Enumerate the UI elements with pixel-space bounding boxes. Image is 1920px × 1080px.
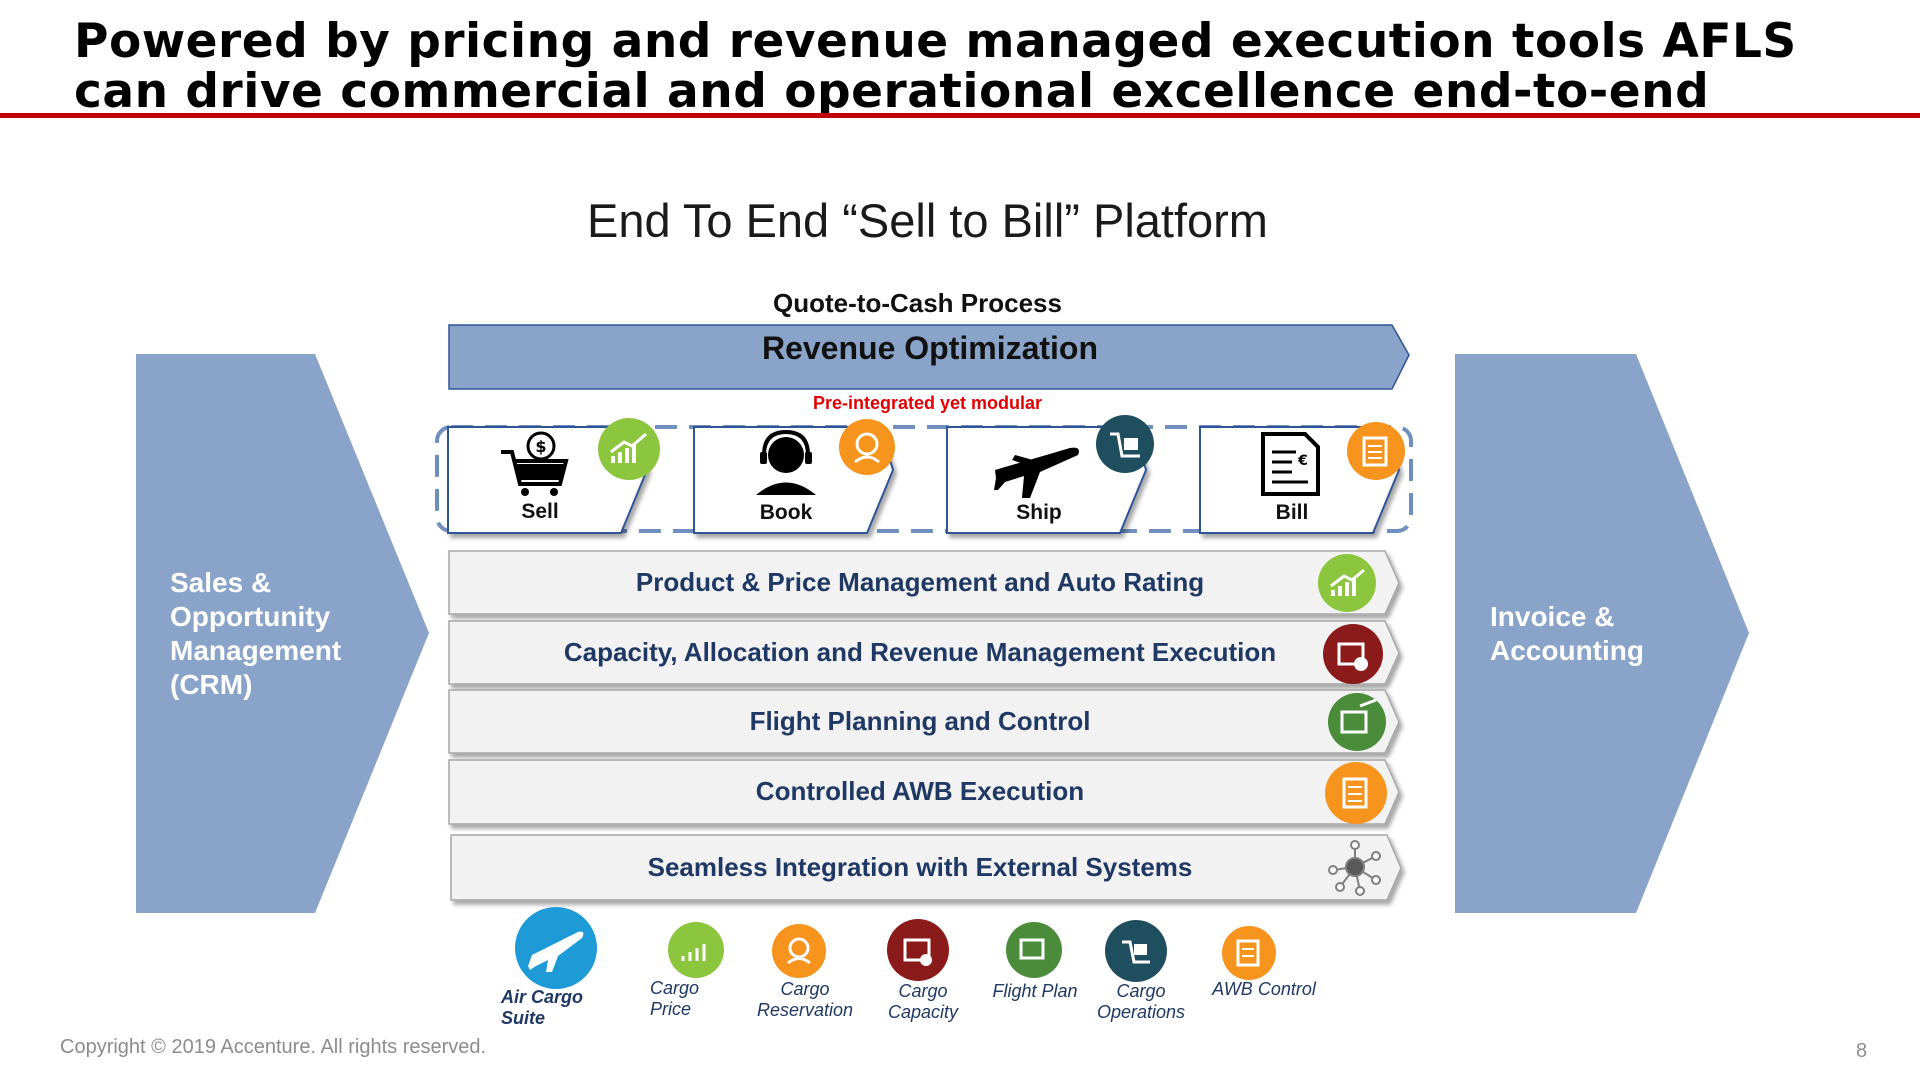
process-label: Quote-to-Cash Process <box>773 288 1062 318</box>
stage-bill-label: Bill <box>1275 501 1309 524</box>
svg-text:$: $ <box>535 437 546 456</box>
stage-book-label: Book <box>759 501 813 524</box>
legend-label-cargo-operations: Cargo Operations <box>1096 981 1186 1022</box>
capability-bar-3 <box>448 689 1400 754</box>
airplane-icon <box>994 447 1079 498</box>
agent-headset-icon <box>756 429 816 495</box>
capability-bar-1 <box>448 550 1400 615</box>
invoice-block-label: Invoice & Accounting <box>1490 600 1644 668</box>
svg-text:€: € <box>1297 453 1308 469</box>
invoice-line-2: Accounting <box>1490 635 1644 666</box>
legend-label-air-cargo-suite: Air Cargo Suite <box>501 987 584 1028</box>
left-chevron-crm <box>136 354 429 913</box>
awb-control-icon <box>1347 422 1405 480</box>
legend-label-cargo-capacity: Cargo Capacity <box>887 981 959 1022</box>
capability-bar-2 <box>448 620 1400 685</box>
network-hub-icon <box>1328 840 1381 896</box>
capability-icon-cargo-capacity <box>1323 624 1383 684</box>
capability-bar-5 <box>450 834 1402 901</box>
capability-icon-awb-control <box>1325 762 1387 824</box>
capability-label-2: Capacity, Allocation and Revenue Managem… <box>563 637 1277 667</box>
legend-flight-plan-icon <box>1006 922 1062 978</box>
page-number: 8 <box>1856 1040 1868 1062</box>
capability-icon-cargo-price <box>1318 554 1376 612</box>
legend-cargo-reservation-icon <box>772 924 826 978</box>
legend-label-cargo-price: Cargo Price <box>650 978 700 1019</box>
cargo-price-icon <box>598 418 660 480</box>
capability-label-4: Controlled AWB Execution <box>755 776 1085 806</box>
revenue-optimization-label: Revenue Optimization <box>761 330 1099 366</box>
shopping-cart-icon: $ <box>501 431 569 496</box>
legend-label-awb-control: AWB Control <box>1212 979 1316 999</box>
revenue-optimization-banner <box>448 324 1410 390</box>
crm-line-1: Sales & <box>170 567 272 598</box>
slide-title-line-2: can drive commercial and operational exc… <box>74 64 1710 119</box>
air-cargo-suite-icon <box>515 907 597 989</box>
capability-icon-flight-plan <box>1328 693 1386 751</box>
modular-dashed-frame <box>435 425 1413 533</box>
capability-bar-4 <box>448 759 1400 825</box>
crm-line-2: Opportunity <box>170 601 331 632</box>
legend-cargo-price-icon <box>668 922 724 978</box>
invoice-line-1: Invoice & <box>1490 601 1615 632</box>
legend-cargo-capacity-icon <box>887 919 949 981</box>
legend-cargo-operations-icon <box>1105 920 1167 982</box>
crm-line-4: (CRM) <box>170 669 253 700</box>
invoice-euro-icon: € <box>1261 432 1320 496</box>
slide-title-line-1: Powered by pricing and revenue managed e… <box>74 14 1797 69</box>
legend-label-cargo-reservation: Cargo Reservation <box>756 979 854 1020</box>
crm-block-label: Sales & Opportunity Management (CRM) <box>170 566 341 702</box>
stage-sell-label: Sell <box>521 500 559 523</box>
crm-line-3: Management <box>170 635 342 666</box>
capability-label-1: Product & Price Management and Auto Rati… <box>635 567 1205 597</box>
right-chevron-invoice <box>1455 354 1749 913</box>
copyright-notice: Copyright © 2019 Accenture. All rights r… <box>60 1036 487 1058</box>
platform-title: End To End “Sell to Bill” Platform <box>587 194 1268 247</box>
capability-label-5: Seamless Integration with External Syste… <box>647 852 1193 882</box>
legend-label-flight-plan: Flight Plan <box>992 981 1078 1001</box>
title-underline <box>0 113 1920 118</box>
cargo-operations-icon <box>1096 415 1154 473</box>
capability-label-3: Flight Planning and Control <box>749 706 1091 736</box>
stage-ship-label: Ship <box>1016 501 1062 524</box>
legend-awb-control-icon <box>1222 926 1276 980</box>
preintegrated-label: Pre-integrated yet modular <box>812 393 1043 413</box>
cargo-reservation-icon <box>839 419 895 475</box>
